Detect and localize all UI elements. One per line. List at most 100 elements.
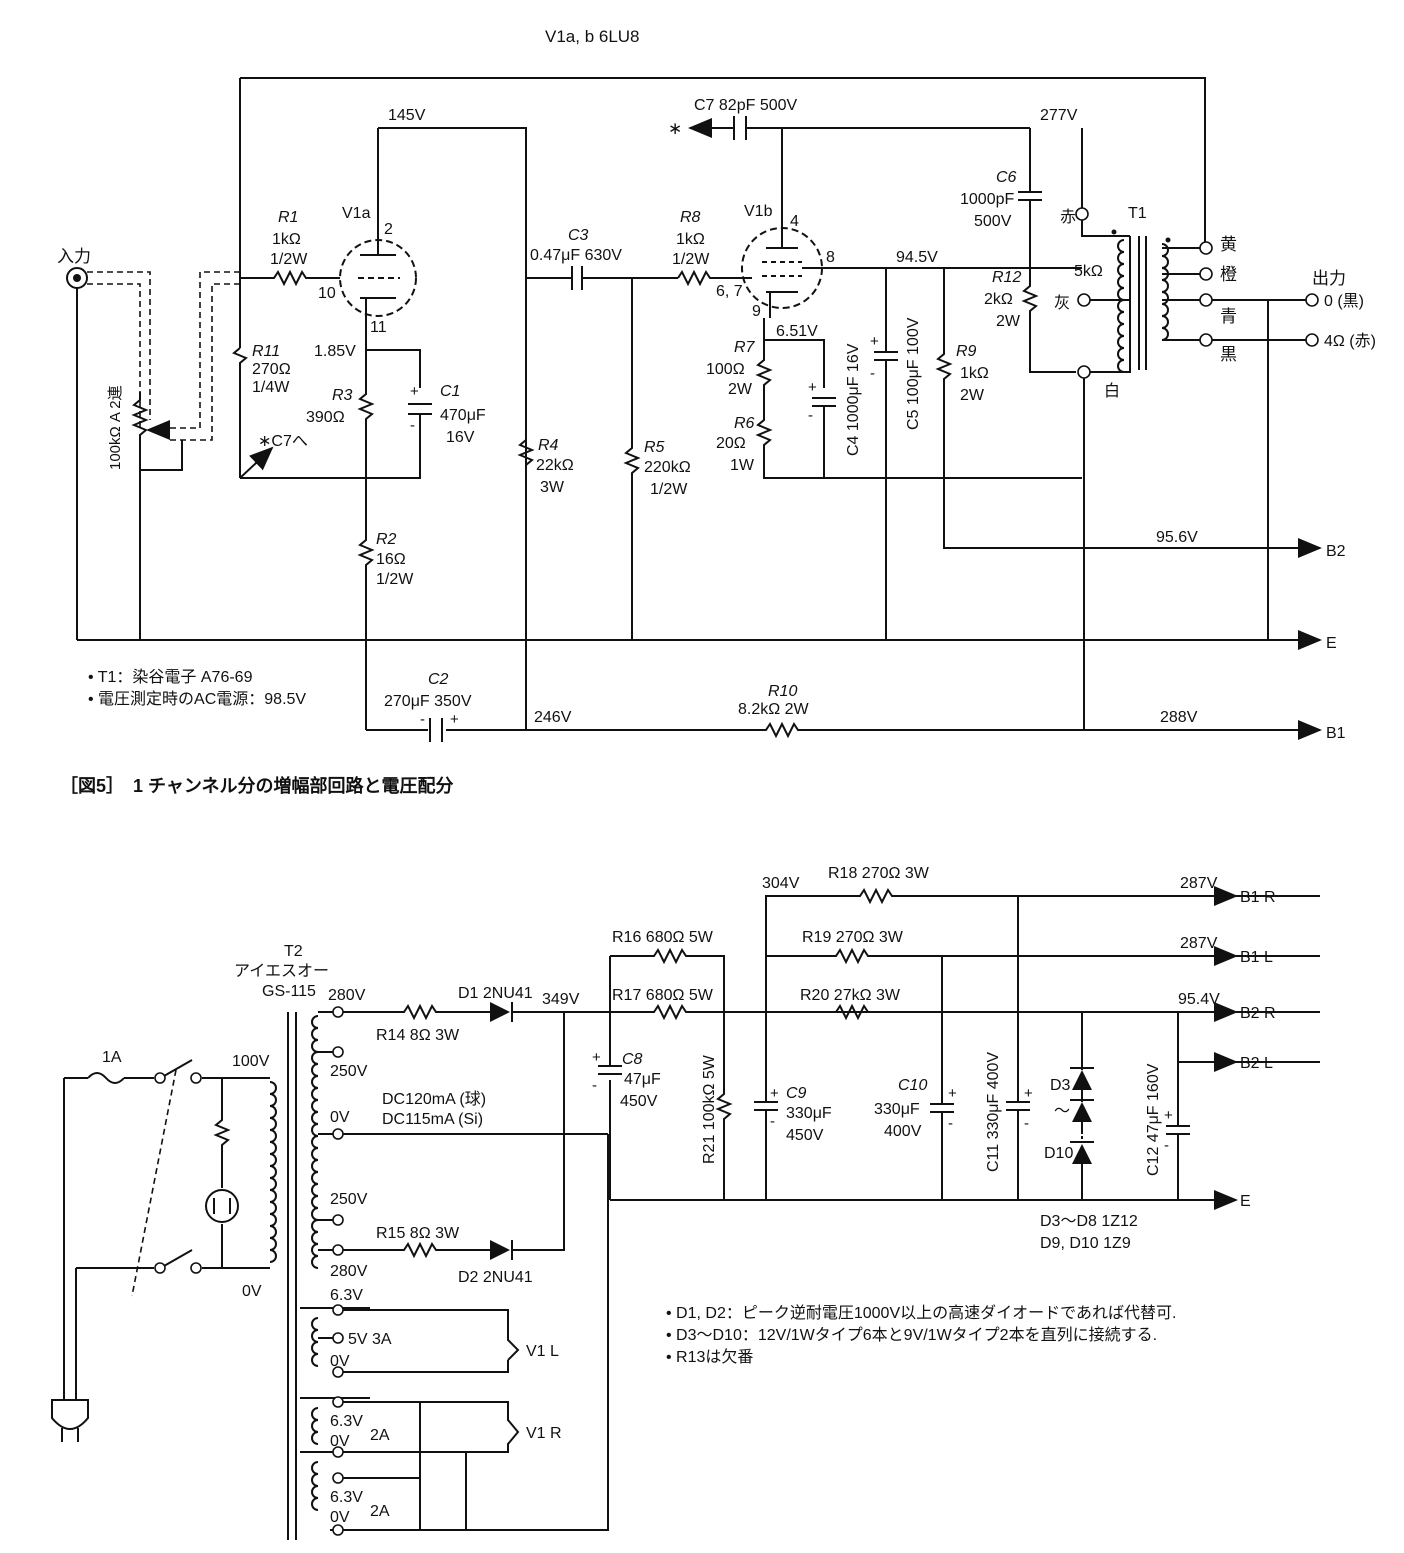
t1-red-tap [1075, 207, 1089, 221]
svg-text:R19 270Ω 3W: R19 270Ω 3W [802, 929, 904, 946]
ac-plug-icon [51, 1399, 89, 1442]
ground-bus [330, 1134, 1236, 1531]
svg-text:2W: 2W [728, 381, 753, 398]
svg-text:R20 27kΩ 3W: R20 27kΩ 3W [800, 987, 901, 1004]
svg-text:6.3V: 6.3V [330, 1489, 363, 1506]
svg-text:11: 11 [370, 319, 387, 336]
svg-text:470μF: 470μF [440, 407, 486, 424]
svg-text:9: 9 [752, 303, 761, 320]
r1-name: R1 [278, 209, 298, 226]
c1-capacitor [240, 403, 432, 479]
svg-text:0V: 0V [330, 1353, 350, 1370]
c11-capacitor [1006, 896, 1030, 1200]
amp-note: • 電圧測定時のAC電源：98.5V [88, 690, 306, 708]
svg-text:V1 R: V1 R [526, 1425, 562, 1442]
svg-text:〜: 〜 [1054, 1103, 1070, 1120]
svg-text:280V: 280V [328, 987, 366, 1004]
t1-transformer [1111, 229, 1171, 373]
output-label: 出力 [1312, 269, 1346, 288]
svg-text:C10: C10 [898, 1077, 927, 1094]
svg-text:94.5V: 94.5V [896, 249, 938, 266]
c12-capacitor [1166, 1012, 1320, 1200]
d1-diode [490, 1002, 564, 1022]
svg-text:2A: 2A [370, 1503, 390, 1520]
svg-text:赤: 赤 [1060, 208, 1076, 226]
r17-resistor [610, 1003, 1320, 1021]
svg-text:-: - [1024, 1115, 1029, 1132]
c2-capacitor [429, 718, 443, 742]
power-switch-top[interactable] [163, 1059, 193, 1077]
fuse [87, 1072, 125, 1084]
svg-text:-: - [592, 1077, 597, 1094]
svg-text:145V: 145V [388, 107, 426, 124]
c7-capacitor [733, 116, 747, 140]
svg-text:500V: 500V [974, 213, 1012, 230]
svg-text:270μF 350V: 270μF 350V [384, 693, 472, 710]
svg-text:1kΩ: 1kΩ [676, 231, 705, 248]
svg-text:246V: 246V [534, 709, 572, 726]
svg-text:250V: 250V [330, 1063, 368, 1080]
amp-note: • T1：染谷電子 A76-69 [88, 668, 253, 686]
svg-text:DC120mA (球): DC120mA (球) [382, 1090, 486, 1108]
svg-text:0.47μF 630V: 0.47μF 630V [530, 247, 622, 264]
r20-resistor [835, 1003, 869, 1021]
svg-text:C2: C2 [428, 671, 449, 688]
svg-text:DC115mA (Si): DC115mA (Si) [382, 1111, 483, 1128]
c4-capacitor [812, 397, 836, 478]
svg-text:3W: 3W [540, 479, 565, 496]
svg-text:287V: 287V [1180, 875, 1218, 892]
svg-text:304V: 304V [762, 875, 800, 892]
svg-text:-: - [948, 1115, 953, 1132]
zener-stack [1070, 1012, 1094, 1200]
svg-text:C6: C6 [996, 169, 1017, 186]
svg-text:-: - [770, 1113, 775, 1130]
svg-text:GS-115: GS-115 [262, 983, 316, 1000]
svg-text:R7: R7 [734, 339, 756, 356]
svg-text:B1: B1 [1326, 725, 1346, 742]
output-0-terminal[interactable] [1305, 293, 1319, 307]
svg-text:C11 330μF 400V: C11 330μF 400V [985, 1052, 1002, 1172]
svg-text:R16 680Ω 5W: R16 680Ω 5W [612, 929, 714, 946]
svg-text:2W: 2W [960, 387, 985, 404]
svg-text:0V: 0V [330, 1433, 350, 1450]
svg-text:R12: R12 [992, 269, 1021, 286]
volume-pot [131, 392, 183, 640]
r14-resistor [343, 1003, 490, 1021]
pot-label: 100kΩ A 2連 [107, 385, 124, 470]
r16-resistor [610, 947, 725, 1012]
tube-title: V1a, b 6LU8 [545, 27, 640, 46]
svg-text:D1 2NU41: D1 2NU41 [458, 985, 533, 1002]
svg-text:1/2W: 1/2W [672, 251, 710, 268]
svg-text:D3〜D8 1Z12: D3〜D8 1Z12 [1040, 1213, 1138, 1230]
svg-text:-: - [410, 417, 415, 434]
svg-text:16Ω: 16Ω [376, 551, 406, 568]
svg-text:R9: R9 [956, 343, 977, 360]
c8-capacitor [598, 1065, 622, 1075]
psu-note: • D1, D2：ピーク逆耐電圧1000V以上の高速ダイオードであれば代替可. [666, 1304, 1176, 1322]
svg-text:-: - [808, 407, 813, 424]
svg-text:橙: 橙 [1220, 265, 1237, 284]
svg-text:T2: T2 [284, 943, 303, 960]
svg-text:22kΩ: 22kΩ [536, 457, 574, 474]
svg-text:1/4W: 1/4W [252, 379, 290, 396]
svg-text:0V: 0V [330, 1509, 350, 1526]
svg-text:1W: 1W [730, 457, 755, 474]
svg-text:C12 47μF 160V: C12 47μF 160V [1145, 1063, 1162, 1176]
svg-text:C3: C3 [568, 227, 589, 244]
c5-capacitor [874, 268, 898, 640]
svg-text:V1 L: V1 L [526, 1343, 559, 1360]
svg-text:C4 1000μF 16V: C4 1000μF 16V [845, 343, 862, 456]
svg-text:+: + [450, 711, 459, 728]
psu-note: • R13は欠番 [666, 1348, 753, 1366]
c10-capacitor [930, 956, 954, 1200]
c6-r12 [1018, 128, 1076, 373]
svg-text:1.85V: 1.85V [314, 343, 356, 360]
power-switch-bottom[interactable] [163, 1249, 193, 1267]
r5-resistor [623, 278, 641, 640]
svg-text:220kΩ: 220kΩ [644, 459, 691, 476]
svg-text:288V: 288V [1160, 709, 1198, 726]
output-4-terminal[interactable] [1305, 333, 1319, 347]
svg-text:B2 L: B2 L [1240, 1055, 1273, 1072]
svg-text:+: + [592, 1049, 601, 1066]
